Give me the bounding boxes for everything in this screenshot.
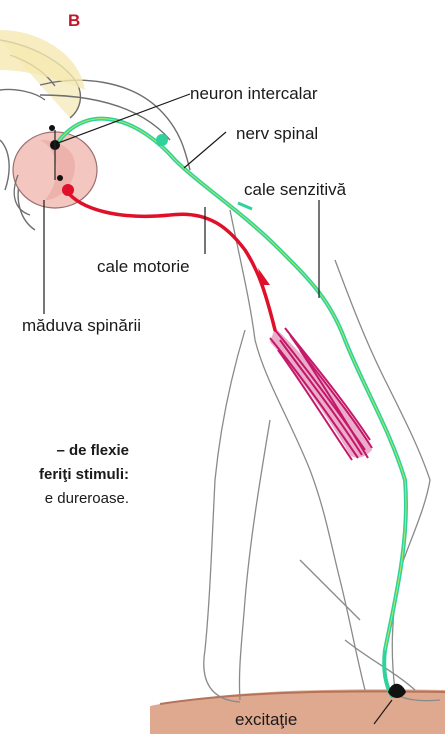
motor-neuron-body xyxy=(62,184,74,196)
label-interneuron: neuron intercalar xyxy=(190,84,318,104)
label-spinal-cord: măduva spinării xyxy=(22,316,141,336)
sensory-neuron-body xyxy=(156,134,168,146)
label-motor-path: cale motorie xyxy=(97,257,190,277)
caption-line-2: feriţi stimuli: xyxy=(39,466,129,483)
sensory-path-line xyxy=(58,119,406,696)
caption-line-1: – de flexie xyxy=(56,442,129,459)
caption-line-3: e dureroase. xyxy=(45,490,129,507)
label-stimulus: excitaţie xyxy=(235,710,297,730)
leg-outline xyxy=(204,210,440,702)
label-sensory-path: cale senzitivă xyxy=(244,180,346,200)
label-spinal-nerve: nerv spinal xyxy=(236,124,318,144)
panel-letter: B xyxy=(68,11,80,31)
